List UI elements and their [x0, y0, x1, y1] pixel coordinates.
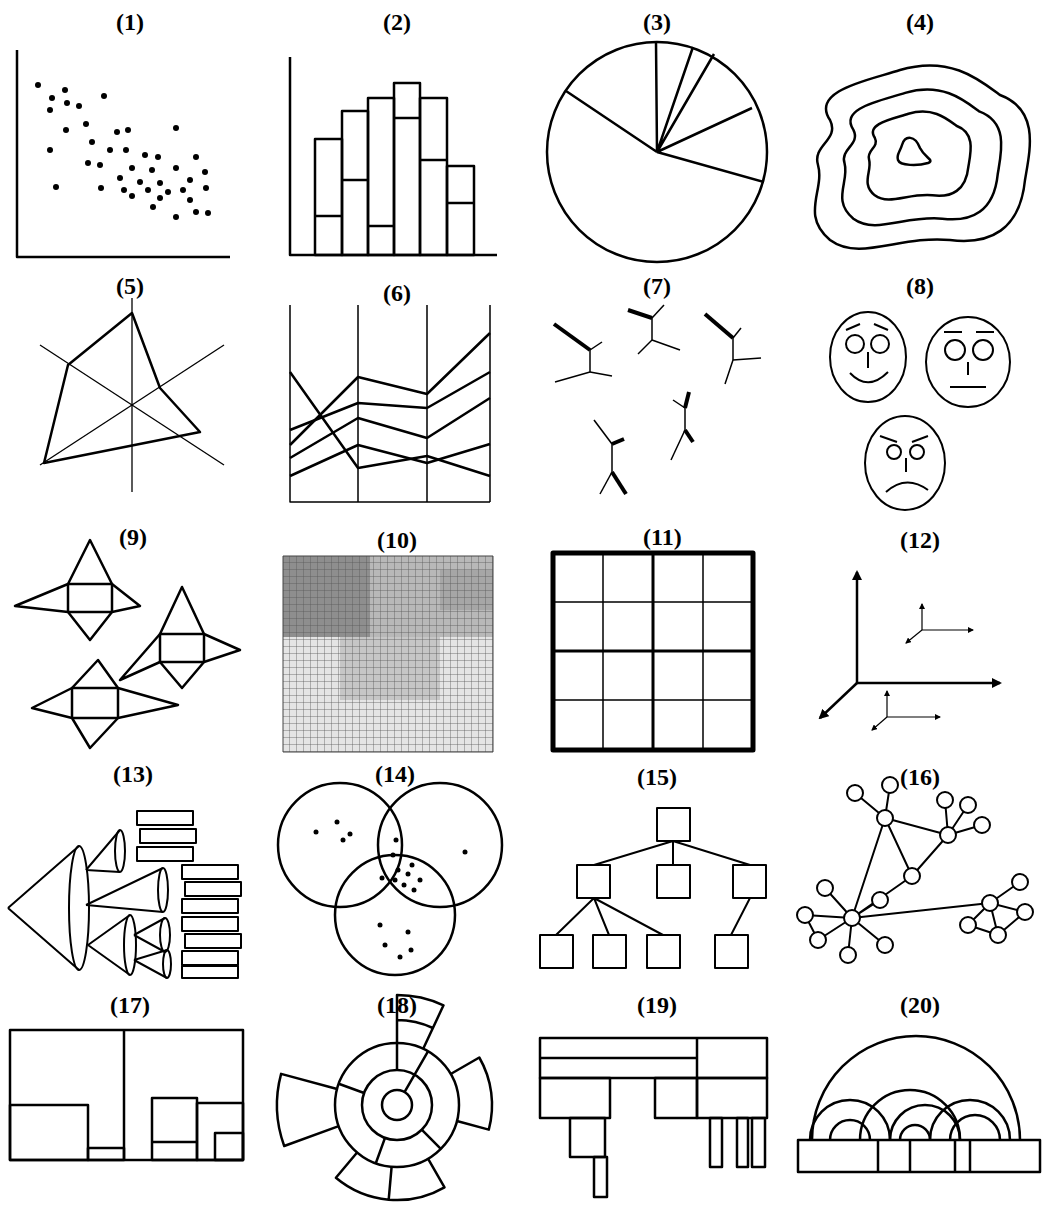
node-link-tree: [540, 808, 766, 968]
panel-number: (12): [900, 526, 940, 554]
pixel-heatmap: [283, 556, 493, 752]
pie-chart: [547, 42, 767, 262]
panel-number: (9): [119, 523, 147, 551]
contour-map: [815, 65, 1030, 248]
panel-number: (20): [900, 991, 940, 1019]
panel-number: (8): [906, 272, 934, 300]
panel-number: (5): [116, 272, 144, 300]
arc-diagram: [798, 1036, 1040, 1172]
panel-number: (10): [377, 526, 417, 554]
panel-number: (18): [377, 991, 417, 1019]
panel-number: (13): [113, 760, 153, 788]
chernoff-faces: [830, 312, 1010, 510]
panel-number: (15): [637, 763, 677, 791]
panel-number: (16): [900, 763, 940, 791]
panel-number: (6): [383, 279, 411, 307]
star-glyphs: [15, 540, 240, 748]
panel-number: (19): [637, 991, 677, 1019]
treemap: [10, 1030, 243, 1160]
panel-number: (17): [110, 991, 150, 1019]
stick-figure-glyphs: [554, 305, 761, 494]
venn-diagram: [278, 783, 502, 975]
icicle-plot: [540, 1038, 767, 1197]
panel-number: (4): [906, 8, 934, 36]
radar-chart: [40, 298, 224, 492]
sunburst: [277, 995, 492, 1200]
panel-number: (3): [643, 8, 671, 36]
network-graph: [797, 777, 1033, 963]
panel-number: (2): [383, 8, 411, 36]
scatter-plot: [17, 50, 230, 257]
panel-number: (7): [643, 272, 671, 300]
stacked-bar-chart: [290, 57, 497, 255]
matrix-grid: [553, 553, 753, 750]
panel-number: (14): [375, 760, 415, 788]
panel-number: (1): [116, 8, 144, 36]
nested-axes: [820, 572, 1000, 730]
panel-number: (11): [643, 523, 682, 551]
cone-tree: [8, 811, 241, 978]
parallel-coordinates: [290, 305, 490, 502]
